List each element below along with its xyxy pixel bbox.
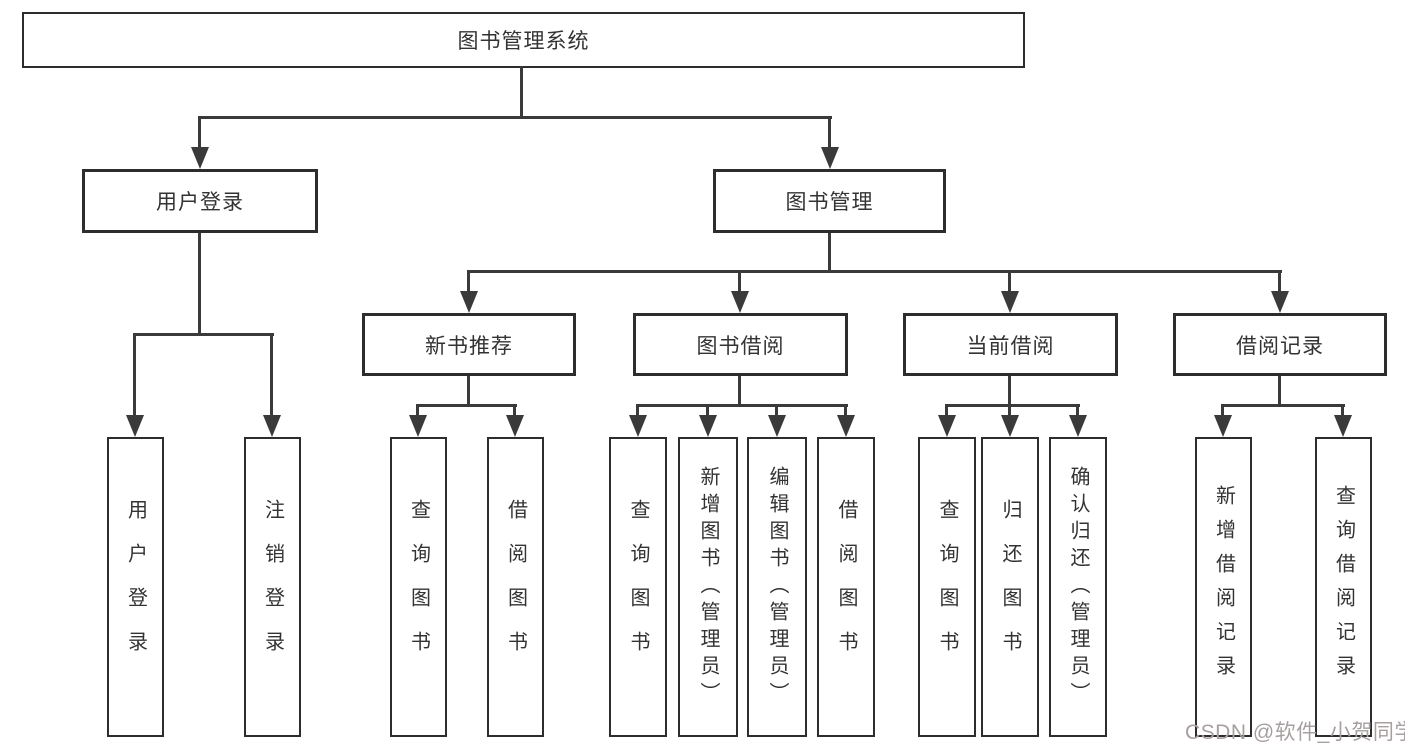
arrow-to-user-login (191, 117, 209, 169)
node-leaf-borrow-books-2: 借阅图书 (817, 437, 875, 737)
node-label: 借阅记录 (1236, 334, 1324, 358)
node-label: 新书推荐 (425, 334, 513, 358)
node-user-login: 用户登录 (82, 169, 318, 233)
node-leaf-add-books-admin: 新增图书（管理员） (678, 437, 738, 737)
arrow-to-leaf-query-books-3 (938, 405, 956, 437)
connector-user-login-stem (198, 233, 201, 333)
node-new-book-recommendation: 新书推荐 (362, 313, 576, 376)
connector-borrowing-records-split (1221, 404, 1345, 407)
connector-new-book-rec-split (416, 404, 517, 407)
arrow-to-current-borrowing (1001, 272, 1019, 313)
node-label: 查询图书 (627, 499, 649, 675)
connector-root-split (198, 116, 832, 119)
connector-book-borrowing-split (636, 404, 848, 407)
arrow-to-leaf-return-books (1001, 405, 1019, 437)
node-label: 图书管理系统 (457, 30, 590, 53)
connector-current-borrowing-split (945, 404, 1080, 407)
node-current-borrowing: 当前借阅 (903, 313, 1118, 376)
arrow-to-leaf-confirm-return-admin (1069, 405, 1087, 437)
connector-user-login-split (133, 333, 274, 336)
arrow-to-leaf-query-books-2 (629, 405, 647, 437)
node-leaf-query-books-2: 查询图书 (609, 437, 667, 737)
node-leaf-user-login: 用户登录 (107, 437, 164, 737)
node-label: 新增借阅记录 (1212, 485, 1235, 689)
arrow-to-book-management (821, 117, 839, 169)
arrow-to-leaf-borrow-books-1 (506, 405, 524, 437)
node-leaf-add-borrow-record: 新增借阅记录 (1195, 437, 1252, 737)
node-label: 编辑图书（管理员） (766, 465, 788, 709)
node-label: 确认归还（管理员） (1067, 465, 1089, 709)
node-label: 借阅图书 (835, 499, 857, 675)
arrow-to-new-book-recommendation (460, 272, 478, 313)
node-label: 借阅图书 (504, 499, 527, 675)
watermark: CSDN @软件_小贺同学 (1185, 721, 1405, 744)
node-book-management: 图书管理 (713, 169, 946, 233)
arrow-to-book-borrowing (731, 272, 749, 313)
node-leaf-query-borrow-record: 查询借阅记录 (1315, 437, 1372, 737)
connector-borrowing-records-stem (1278, 376, 1281, 405)
node-label: 查询借阅记录 (1332, 485, 1355, 689)
node-borrowing-records: 借阅记录 (1173, 313, 1387, 376)
connector-book-management-stem (828, 233, 831, 271)
connector-current-borrowing-stem (1008, 376, 1011, 405)
node-library-management-system: 图书管理系统 (22, 12, 1025, 68)
node-label: 归还图书 (999, 499, 1021, 675)
connector-new-book-rec-stem (467, 376, 470, 405)
arrow-to-leaf-query-books-1 (409, 405, 427, 437)
node-leaf-borrow-books-1: 借阅图书 (487, 437, 544, 737)
arrow-to-borrowing-records (1271, 272, 1289, 313)
node-label: 用户登录 (156, 191, 244, 214)
node-label: 注销登录 (261, 499, 284, 675)
node-label: 图书借阅 (696, 334, 785, 358)
arrow-to-leaf-logout (263, 335, 281, 437)
connector-root-stem (520, 66, 523, 117)
node-book-borrowing: 图书借阅 (633, 313, 848, 376)
arrow-to-leaf-borrow-books-2 (837, 405, 855, 437)
node-label: 用户登录 (124, 499, 147, 675)
node-leaf-logout: 注销登录 (244, 437, 301, 737)
node-leaf-confirm-return-admin: 确认归还（管理员） (1049, 437, 1107, 737)
arrow-to-leaf-query-borrow-record (1334, 405, 1352, 437)
node-leaf-edit-books-admin: 编辑图书（管理员） (747, 437, 807, 737)
arrow-to-leaf-user-login (126, 335, 144, 437)
arrow-to-leaf-add-borrow-record (1214, 405, 1232, 437)
arrow-to-leaf-edit-books-admin (768, 405, 786, 437)
arrow-to-leaf-add-books-admin (699, 405, 717, 437)
node-leaf-query-books-1: 查询图书 (390, 437, 447, 737)
node-leaf-query-books-3: 查询图书 (918, 437, 976, 737)
connector-book-borrowing-stem (738, 376, 741, 405)
node-label: 查询图书 (936, 499, 958, 675)
node-label: 图书管理 (785, 191, 874, 214)
node-label: 新增图书（管理员） (697, 465, 719, 709)
node-leaf-return-books: 归还图书 (981, 437, 1039, 737)
connector-book-management-split (467, 270, 1282, 273)
node-label: 查询图书 (407, 499, 430, 675)
node-label: 当前借阅 (966, 334, 1055, 358)
